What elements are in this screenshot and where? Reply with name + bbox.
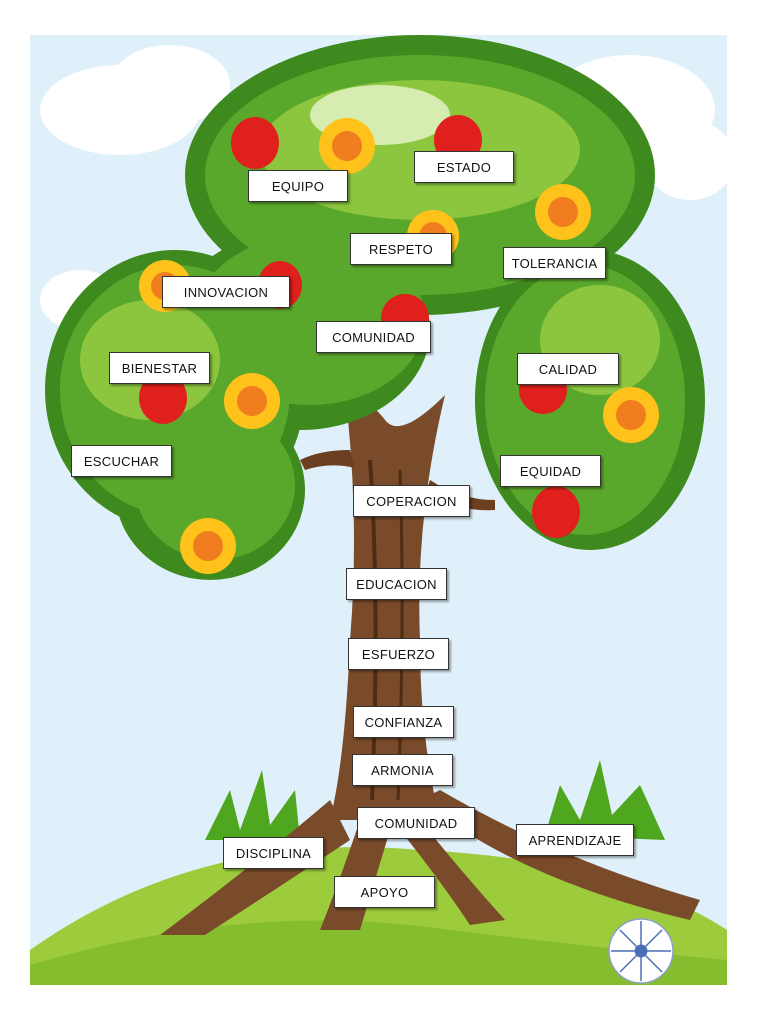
label-aprendizaje: APRENDIZAJE	[516, 824, 634, 856]
label-coperacion: COPERACION	[353, 485, 470, 517]
label-comunidad-bottom: COMUNIDAD	[357, 807, 475, 839]
label-bienestar: BIENESTAR	[109, 352, 210, 384]
label-calidad: CALIDAD	[517, 353, 619, 385]
label-respeto: RESPETO	[350, 233, 452, 265]
label-estado: ESTADO	[414, 151, 514, 183]
label-educacion: EDUCACION	[346, 568, 447, 600]
grass-hill-shade	[30, 920, 727, 985]
label-confianza: CONFIANZA	[353, 706, 454, 738]
label-comunidad-top: COMUNIDAD	[316, 321, 431, 353]
label-tolerancia: TOLERANCIA	[503, 247, 606, 279]
label-escuchar: ESCUCHAR	[71, 445, 172, 477]
label-esfuerzo: ESFUERZO	[348, 638, 449, 670]
label-armonia: ARMONIA	[352, 754, 453, 786]
label-apoyo: APOYO	[334, 876, 435, 908]
label-equipo: EQUIPO	[248, 170, 348, 202]
watermark-logo	[608, 918, 674, 984]
label-equidad: EQUIDAD	[500, 455, 601, 487]
grass-tufts	[205, 760, 665, 840]
label-innovacion: INNOVACION	[162, 276, 290, 308]
label-disciplina: DISCIPLINA	[223, 837, 324, 869]
